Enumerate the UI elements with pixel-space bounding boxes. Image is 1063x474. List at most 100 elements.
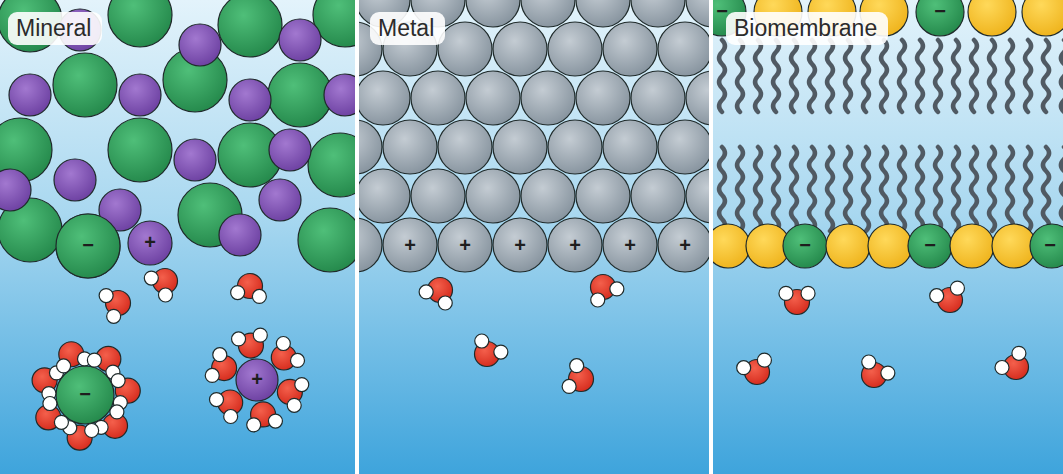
metal-atom (359, 218, 382, 272)
panel-ground (359, 0, 709, 474)
metal-atom (631, 71, 685, 125)
water-hydrogen (562, 379, 576, 393)
anion-sphere (108, 118, 172, 182)
charge-sign: + (404, 235, 416, 255)
lipid-bilayer (713, 0, 1063, 388)
water-hydrogen (757, 353, 771, 367)
metal-atom (466, 169, 520, 223)
water-hydrogen (801, 286, 815, 300)
metal-atom (359, 71, 410, 125)
water-hydrogen (494, 345, 508, 359)
metal-lattice (359, 0, 709, 393)
anion-sphere (56, 214, 120, 278)
metal-atom (658, 22, 709, 76)
lipid-headgroup (968, 0, 1016, 36)
anion-sphere (268, 63, 332, 127)
water-hydrogen (87, 353, 101, 367)
metal-atom (658, 218, 709, 272)
water-hydrogen (995, 360, 1009, 374)
charge-sign: − (79, 384, 91, 404)
mineral-lattice (0, 0, 355, 450)
metal-atom (438, 218, 492, 272)
lipid-headgroup (1022, 0, 1063, 36)
metal-atom (521, 169, 575, 223)
metal-atom (603, 218, 657, 272)
water-hydrogen (144, 271, 158, 285)
water-hydrogen (438, 296, 452, 310)
water-hydrogen (475, 334, 489, 348)
cation-sphere (324, 74, 355, 116)
cation-sphere (219, 214, 261, 256)
panel-title-text: Mineral (16, 14, 94, 42)
metal-atom (548, 218, 602, 272)
water-hydrogen (610, 282, 624, 296)
lipid-headgroup (908, 224, 952, 268)
water-hydrogen (779, 286, 793, 300)
water-hydrogen (247, 418, 261, 432)
charge-sign: + (459, 235, 471, 255)
metal-atom (438, 120, 492, 174)
cation-sphere (119, 74, 161, 116)
water-hydrogen (591, 293, 605, 307)
charge-sign: + (514, 235, 526, 255)
metal-atom (631, 169, 685, 223)
water-hydrogen (54, 415, 68, 429)
charge-sign: − (934, 1, 946, 21)
cation-sphere (9, 74, 51, 116)
cation-sphere (0, 169, 31, 211)
charge-sign: − (1044, 235, 1056, 255)
cation-sphere (229, 79, 271, 121)
anion-sphere (56, 214, 120, 278)
charge-sign: + (679, 235, 691, 255)
metal-atom (576, 71, 630, 125)
metal-atom (493, 218, 547, 272)
panel-title: Mineral (8, 12, 102, 45)
water-hydrogen (419, 285, 433, 299)
water-hydrogen (930, 289, 944, 303)
water-hydrogen (253, 328, 267, 342)
panel-title-text: Biomembrane (734, 14, 880, 42)
lipid-tails (719, 40, 1063, 231)
metal-atom (686, 71, 709, 125)
charge-sign: − (924, 235, 936, 255)
lipid-headgroup (1030, 224, 1063, 268)
water-hydrogen (99, 289, 113, 303)
water-hydrogen (57, 359, 71, 373)
cation-sphere (179, 24, 221, 66)
charge-sign: − (716, 1, 728, 21)
cation-sphere (259, 179, 301, 221)
water-hydrogen (213, 348, 227, 362)
metal-atom (548, 22, 602, 76)
metal-atom (603, 22, 657, 76)
metal-atom (493, 22, 547, 76)
metal-atom (493, 120, 547, 174)
panel-title-text: Metal (378, 14, 437, 42)
cation-sphere (54, 159, 96, 201)
water-hydrogen (231, 286, 245, 300)
water-hydrogen (287, 398, 301, 412)
anion-sphere (298, 208, 355, 272)
water-hydrogen (570, 359, 584, 373)
water-hydrogen (737, 361, 751, 375)
water-hydrogen (107, 309, 121, 323)
metal-atom (658, 120, 709, 174)
lipid-headgroup (826, 224, 870, 268)
cation-sphere (174, 139, 216, 181)
water-hydrogen (209, 393, 223, 407)
metal-atom (603, 120, 657, 174)
water-hydrogen (43, 397, 57, 411)
lipid-headgroup (868, 224, 912, 268)
metal-atom (548, 120, 602, 174)
charge-sign: − (82, 235, 94, 255)
charge-sign: + (569, 235, 581, 255)
metal-atom (686, 169, 709, 223)
water-hydrogen (224, 409, 238, 423)
metal-atom (383, 218, 437, 272)
metal-atom (411, 169, 465, 223)
water-hydrogen (205, 368, 219, 382)
metal-atom (466, 71, 520, 125)
cation-sphere (269, 129, 311, 171)
anion-sphere (308, 133, 355, 197)
water-hydrogen (291, 353, 305, 367)
